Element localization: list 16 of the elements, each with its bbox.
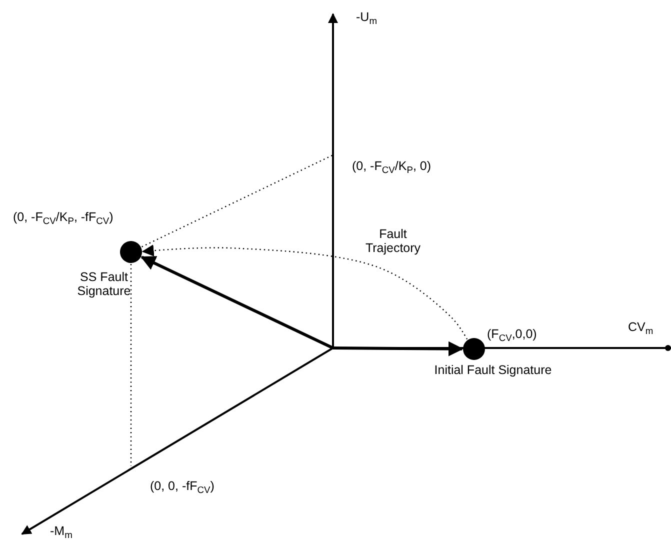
axis-label: -U$_{m}$ [356,10,377,24]
dotted-line [142,154,334,248]
point-marker [120,241,142,263]
coordinate-label: (0, -F$_{CV}$/K$_{P}$, -fF$_{CV}$) [13,210,114,224]
dotted-line [142,244,468,340]
dotted-line [130,264,132,466]
arrow [140,256,334,350]
arrow [332,341,464,356]
coordinate-label: (0, -F$_{CV}$/K$_{P}$, 0) [352,159,431,174]
point-label: Initial Fault Signature [433,363,553,378]
point-marker [463,338,485,360]
point-label: SS Fault Signature [76,270,132,299]
coordinate-label: (0, 0, -fF$_{CV}$) [150,479,214,494]
axis-label: -M$_{m}$ [50,524,72,538]
axis-label: CV$_{m}$ [628,320,654,334]
coordinate-label: (F$_{CV}$,0,0) [487,327,537,342]
